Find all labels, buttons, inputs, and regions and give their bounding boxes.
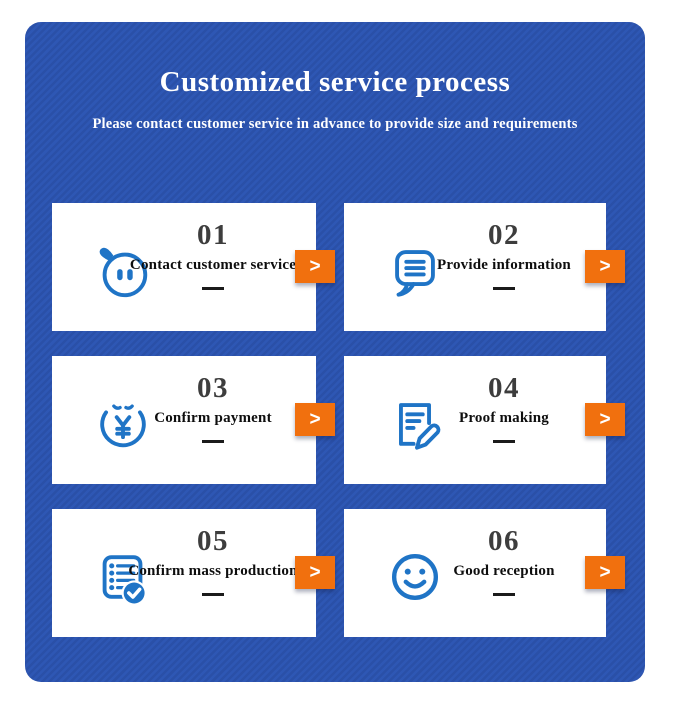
step-number: 01 [197, 219, 229, 251]
step-content: 03 Confirm payment [116, 372, 310, 443]
step-label: Provide information [437, 256, 571, 273]
document-pencil-icon [384, 393, 446, 455]
step-03-arrow-button[interactable]: > [295, 403, 335, 436]
step-04-arrow-button[interactable]: > [585, 403, 625, 436]
step-content: 04 Proof making [408, 372, 600, 443]
step-dash [493, 439, 515, 443]
payment-coin-icon [92, 393, 154, 455]
checklist-check-icon [92, 546, 154, 608]
step-label: Good reception [453, 562, 555, 579]
step-number: 03 [197, 372, 229, 404]
step-label: Confirm payment [154, 409, 272, 426]
step-content: 01 Contact customer service [116, 219, 310, 290]
step-card-03: 03 Confirm payment > [52, 356, 335, 484]
step-number: 02 [488, 219, 520, 251]
step-dash [493, 286, 515, 290]
step-content: 02 Provide information [408, 219, 600, 290]
step-06-arrow-button[interactable]: > [585, 556, 625, 589]
step-dash [493, 592, 515, 596]
step-card-02: 02 Provide information > [344, 203, 625, 331]
chat-face-icon [92, 240, 154, 302]
page-subtitle: Please contact customer service in advan… [92, 116, 578, 132]
step-card-04: 04 Proof making > [344, 356, 625, 484]
message-bubble-icon [384, 240, 446, 302]
step-label: Proof making [458, 409, 550, 426]
step-number: 05 [197, 525, 229, 557]
step-content: 05 Confirm mass production [116, 525, 310, 596]
step-number: 06 [488, 525, 520, 557]
step-card-01: 01 Contact customer service > [52, 203, 335, 331]
step-number: 04 [488, 372, 520, 404]
step-dash [202, 286, 224, 290]
step-01-arrow-button[interactable]: > [295, 250, 335, 283]
smiley-face-icon [384, 546, 446, 608]
step-card-05: 05 Confirm mass production > [52, 509, 335, 637]
step-05-arrow-button[interactable]: > [295, 556, 335, 589]
step-dash [202, 439, 224, 443]
service-process-panel: Customized service process Please contac… [25, 22, 645, 682]
step-label: Confirm mass production [128, 562, 298, 579]
steps-grid: 01 Contact customer service > 02 Provide… [52, 203, 625, 637]
page-title: Customized service process [159, 66, 511, 98]
step-content: 06 Good reception [408, 525, 600, 596]
step-dash [202, 592, 224, 596]
step-label: Contact customer service [129, 256, 297, 273]
step-02-arrow-button[interactable]: > [585, 250, 625, 283]
step-card-06: 06 Good reception > [344, 509, 625, 637]
